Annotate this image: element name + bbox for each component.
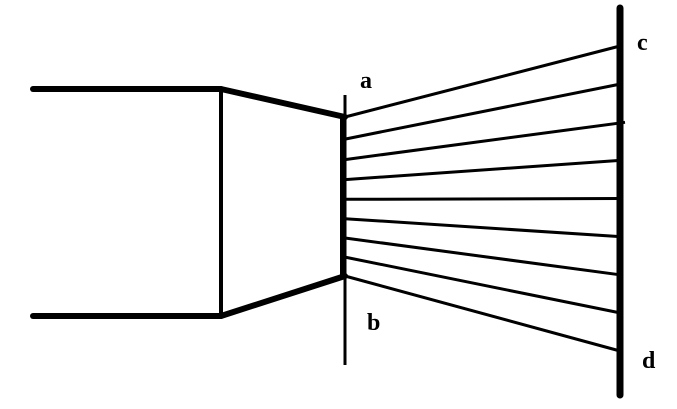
ray-9 — [344, 274, 621, 353]
ray-8 — [344, 255, 621, 315]
ray-5 — [344, 197, 621, 201]
label-a: a — [360, 68, 372, 94]
label-d: d — [642, 348, 656, 374]
upper-taper-edge — [218, 86, 348, 120]
ray-1 — [344, 44, 621, 119]
rays-group — [344, 44, 626, 353]
ray-4 — [344, 158, 621, 182]
label-c: c — [637, 30, 648, 56]
ray-3 — [344, 120, 626, 162]
label-b: b — [367, 310, 380, 336]
ray-6 — [344, 217, 621, 239]
ray-7 — [344, 236, 621, 277]
ray-2 — [344, 82, 621, 141]
lower-taper-edge — [218, 273, 348, 319]
